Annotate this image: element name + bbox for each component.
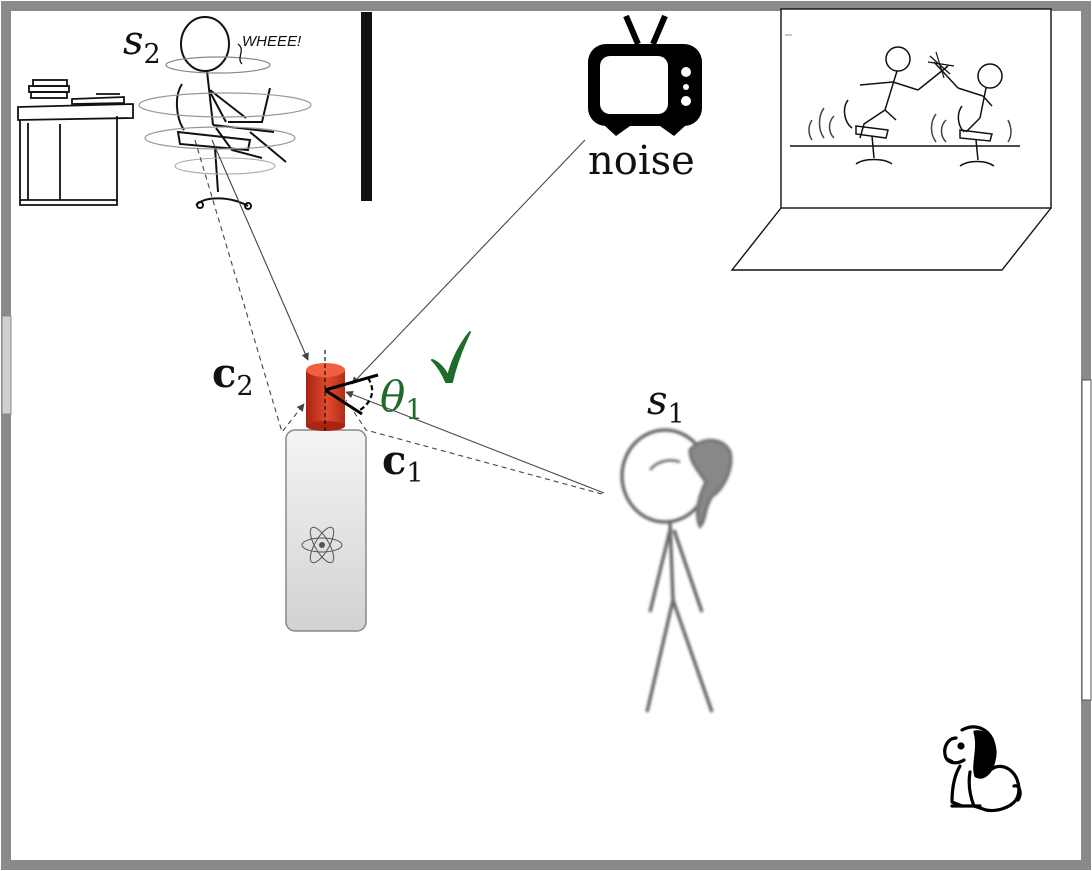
check-mark-icon	[431, 331, 471, 383]
window-right	[1081, 379, 1092, 701]
dog-icon	[943, 725, 1022, 813]
smart-speaker-device	[285, 429, 367, 632]
atom-icon	[301, 526, 343, 564]
desk	[17, 79, 134, 206]
noise-label: noise	[588, 138, 695, 184]
label-s1: s1	[647, 378, 685, 430]
label-c2: c2	[212, 350, 254, 402]
propagation-paths	[194, 139, 605, 495]
speech-wheee: WHEEE!	[242, 33, 302, 50]
spinning-person-s2	[138, 16, 312, 210]
person-s1	[620, 428, 733, 713]
partition-wall	[361, 12, 372, 201]
tv-icon	[588, 14, 702, 136]
angle-theta1	[324, 373, 379, 416]
label-theta1: θ1	[380, 372, 423, 426]
sword-clash-sparks	[927, 51, 955, 79]
door-marker-left	[1, 315, 12, 415]
label-s2: s2	[123, 18, 161, 70]
sword-fight-cartoon	[790, 46, 1020, 167]
laptop-icon	[730, 8, 1052, 271]
label-c1: c1	[382, 437, 424, 489]
